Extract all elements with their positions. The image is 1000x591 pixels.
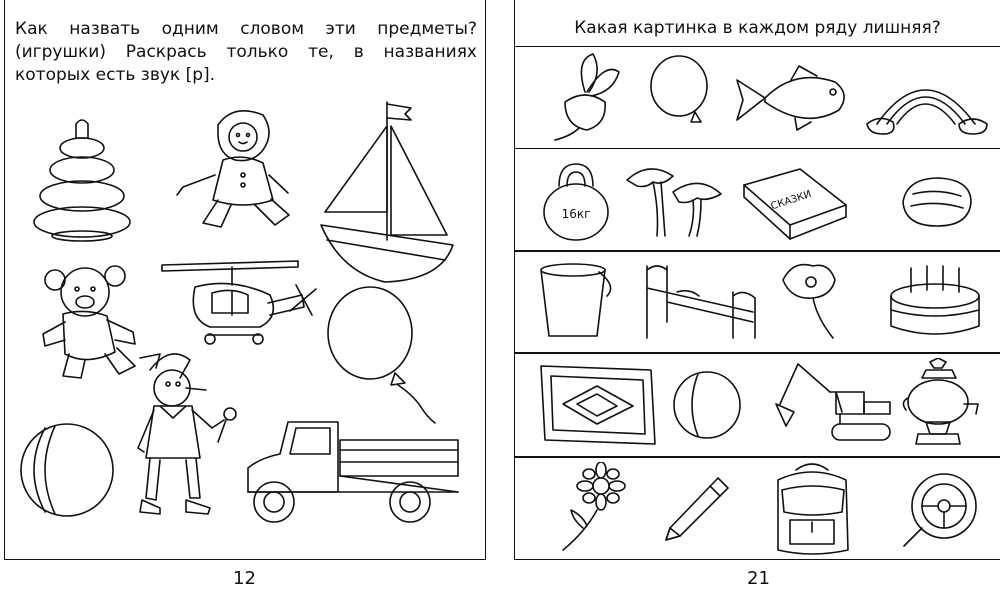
right-page: Какая картинка в каждом ряду лишняя? 16к…	[514, 0, 1000, 560]
teddy-bear-picture	[42, 265, 136, 379]
page-number-left: 12	[233, 568, 256, 589]
mushrooms-picture	[626, 168, 722, 237]
balloon-picture	[327, 286, 436, 424]
rainbow-picture	[866, 89, 988, 135]
balloon-row-picture	[650, 55, 708, 123]
truck-picture	[247, 421, 459, 523]
book-picture: СКАЗКИ	[743, 168, 847, 240]
poppy-picture	[782, 263, 836, 339]
doll-picture	[176, 109, 290, 228]
cake-picture	[890, 265, 980, 335]
excavator-picture	[775, 363, 891, 441]
kettlebell-picture: 16кг	[543, 163, 609, 241]
fish-picture	[736, 65, 845, 131]
backpack-picture	[777, 463, 849, 555]
pencil-picture	[665, 477, 729, 541]
carpet-picture	[540, 365, 656, 445]
daisy-picture	[562, 462, 626, 551]
steering-wheel-picture	[903, 473, 977, 547]
pinocchio-picture	[137, 353, 237, 515]
page-number-right: 21	[747, 568, 770, 589]
samovar-picture	[902, 358, 979, 445]
ball-row-picture	[673, 371, 741, 439]
book-label: СКАЗКИ	[770, 189, 813, 212]
helicopter-picture	[161, 260, 317, 345]
beet-picture	[554, 53, 620, 141]
row-band-2	[515, 148, 1000, 252]
kettlebell-label: 16кг	[562, 207, 591, 221]
walnut-picture	[902, 177, 972, 227]
row-band-5	[515, 456, 1000, 561]
row-band-4	[515, 352, 1000, 458]
task-text: Как назвать одним словом эти предметы? (…	[15, 19, 477, 85]
pyramid-toy-picture	[33, 119, 131, 242]
left-page: Как назвать одним словом эти предметы? (…	[4, 0, 486, 560]
right-page-title: Какая картинка в каждом ряду лишняя?	[515, 0, 1000, 47]
bed-picture	[646, 265, 756, 339]
bucket-picture	[540, 263, 612, 337]
sailboat-picture	[320, 101, 454, 283]
row-band-3	[515, 250, 1000, 354]
ball-picture	[20, 423, 114, 517]
